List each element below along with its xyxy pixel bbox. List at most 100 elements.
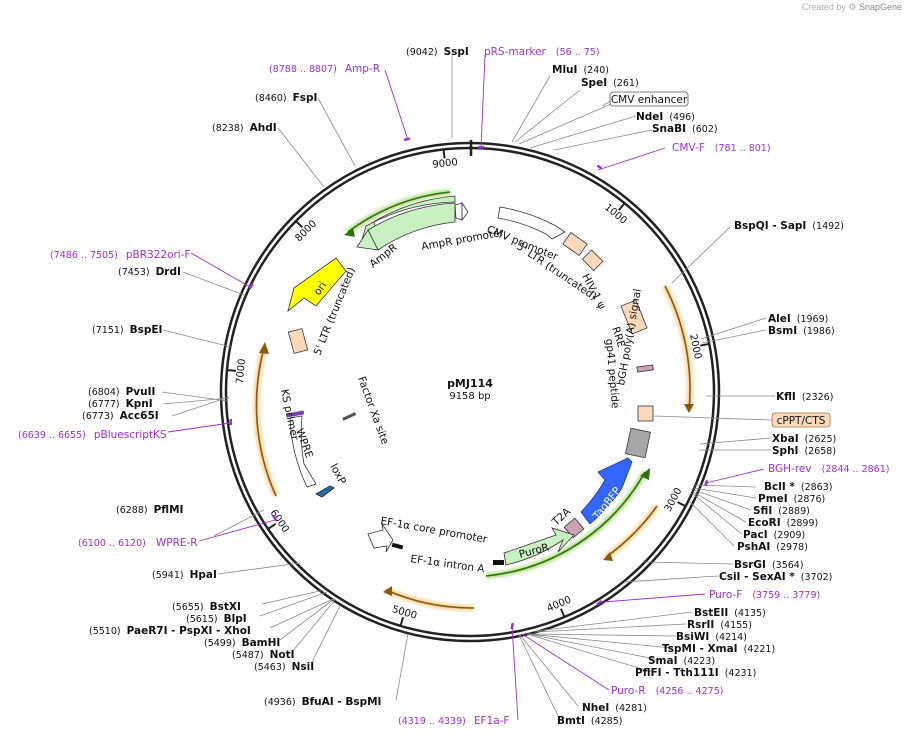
site-nsii[interactable]: (5463)NsiI [254,661,314,673]
site-pvuii[interactable]: (6804)PvuII [88,386,155,398]
site-bsrgi[interactable]: BsrGI(3564) [734,559,804,571]
site-pflfi[interactable]: PflFI - Tth111I(4231) [635,667,756,679]
site-xbai[interactable]: XbaI(2625) [772,433,836,445]
site-bmti[interactable]: BmtI(4285) [557,715,622,727]
primer-puro-f[interactable]: Puro-F(3759 .. 3779) [709,589,820,601]
site-kpni[interactable]: (6777)KpnI [88,398,153,410]
loxp-feature[interactable] [315,485,335,498]
wpre-feature[interactable] [289,415,317,488]
ampr-promoter-feature[interactable] [454,202,463,221]
snapgene-credit: Created by ⚙ SnapGene [802,2,902,13]
site-ndei[interactable]: NdeI(496) [636,111,695,123]
primer-pbr322ori-f[interactable]: (7486 .. 7505)pBR322ori-F [50,249,191,261]
label-ef1a-intron: EF-1α intron A [410,553,487,575]
gp41-feature[interactable] [636,364,654,373]
site-sphi[interactable]: SphI(2658) [772,445,836,457]
primer-amp-r[interactable]: (8788 .. 8807)Amp-R [269,63,380,75]
site-pflmi[interactable]: (6288)PflMI [116,504,183,516]
tick-mark [399,616,405,626]
rre-feature[interactable] [620,299,648,335]
cppt-cts-box[interactable]: cPPT/CTS [771,412,831,428]
credit-created-by: Created by [801,2,846,12]
site-tspmi[interactable]: TspMI - XmaI(4221) [662,643,775,655]
site-ecori[interactable]: EcoRI(2899) [748,517,818,529]
site-bcli[interactable]: BclI *(2863) [764,481,832,493]
site-alei[interactable]: AleI(1969) [768,313,828,325]
hiv1-psi-feature[interactable] [581,249,604,272]
puror-feature[interactable] [503,527,575,566]
plasmid-name: pMJ114 [447,377,493,390]
site-sspi[interactable]: (9042)SspI [406,46,469,58]
tick-mark [559,608,565,617]
credit-brand: SnapGene [858,2,902,12]
cppt-feature[interactable] [637,405,654,422]
primer-wpre-r[interactable]: (6100 .. 6120)WPRE-R [78,537,198,549]
site-csii[interactable]: CsiI - SexAI *(3702) [719,571,832,583]
primer-pbluescriptks[interactable]: (6639 .. 6655)pBluescriptKS [18,429,167,441]
primer-labels: pRS-marker(56 .. 75) CMV-F(781 .. 801) B… [18,46,889,727]
ltr-left-feature[interactable] [287,328,309,354]
ampr-feature[interactable] [359,195,456,247]
tick-mark [295,221,304,229]
bgh-feature[interactable] [625,427,651,459]
site-pmei[interactable]: PmeI(2876) [758,493,825,505]
site-pshai[interactable]: PshAI(2978) [737,541,808,553]
factor-xa-feature[interactable] [342,412,357,421]
site-labels: (9042)SspI MluI(240) SpeI(261) NdeI(496)… [82,46,844,727]
site-drdi[interactable]: (7453)DrdI [118,266,181,278]
site-hpai[interactable]: (5941)HpaI [152,569,217,581]
label-factor-xa: Factor Xa site [355,375,391,446]
site-bsteii[interactable]: BstEII(4135) [694,607,766,619]
cmv-enhancer-label: CMV enhancer [611,94,688,106]
primer-prs-marker[interactable]: pRS-marker(56 .. 75) [484,46,600,58]
site-bsiwi[interactable]: BsiWI(4214) [676,631,747,643]
site-fspi[interactable]: (8460)FspI [255,92,317,104]
site-smai[interactable]: SmaI(4223) [648,655,715,667]
site-bstxi[interactable]: (5655)BstXI [172,601,241,613]
primer-ef1a-f[interactable]: (4319 .. 4339)EF1a-F [398,715,509,727]
site-mlui[interactable]: MluI(240) [552,64,609,76]
site-bsmi[interactable]: BsmI(1986) [768,325,835,337]
ef1a-core-promoter-feature[interactable] [367,523,394,553]
site-bamhi[interactable]: (5499)BamHI [204,637,280,649]
primer-bgh-rev[interactable]: BGH-rev(2844 .. 2861) [768,463,889,475]
site-sfii[interactable]: SfiI(2889) [753,505,810,517]
ks-primer-feature[interactable] [285,410,305,418]
site-blpi[interactable]: (5615)BlpI [186,613,247,625]
primer-puro-r[interactable]: Puro-R(4256 .. 4275) [611,685,723,697]
site-bspqi[interactable]: BspQI - SapI(1492) [734,220,844,232]
feature-arcs [253,189,694,612]
site-acc65i[interactable]: (6773)Acc65I [82,410,159,422]
tick-label: 4000 [545,595,573,615]
site-spei[interactable]: SpeI(261) [581,77,639,89]
cppt-cts-label: cPPT/CTS [777,415,826,427]
site-xhoi[interactable]: (5510)PaeR7I - PspXI - XhoI [89,625,251,637]
ef1a-intron-feature[interactable] [493,560,504,565]
site-nhei[interactable]: NheI(4281) [582,702,647,714]
t2a-feature[interactable] [563,517,585,539]
tagbfp-feature[interactable] [580,457,633,525]
site-noti[interactable]: (5487)NotI [232,649,295,661]
site-kfli[interactable]: KflI(2326) [776,391,833,403]
site-bspei[interactable]: (7151)BspEI [92,324,162,336]
primer-leaders [167,54,765,721]
ori-feature[interactable] [287,257,347,313]
primer-cmv-f[interactable]: CMV-F(781 .. 801) [672,142,771,154]
site-snabi[interactable]: SnaBI(602) [652,123,718,135]
site-paci[interactable]: PacI(2909) [743,529,805,541]
tick-mark [618,203,625,211]
site-ahdi[interactable]: (8238)AhdI [212,122,277,134]
cmv-enhancer-box[interactable]: CMV enhancer [609,91,689,107]
label-ef1a-core: EF-1α core promoter [379,515,488,546]
site-rsrii[interactable]: RsrII(4155) [687,619,752,631]
label-loxp: loxP [327,462,348,487]
ltr-right-feature[interactable] [562,231,588,257]
cmv-promoter-feature[interactable] [497,206,566,240]
site-bfuai[interactable]: (4936)BfuAI - BspMI [264,696,381,708]
tick-mark [700,343,709,347]
tick-label: 9000 [432,157,458,171]
tick-mark [677,501,686,507]
tick-mark [227,369,237,372]
primer-marks [229,137,709,630]
